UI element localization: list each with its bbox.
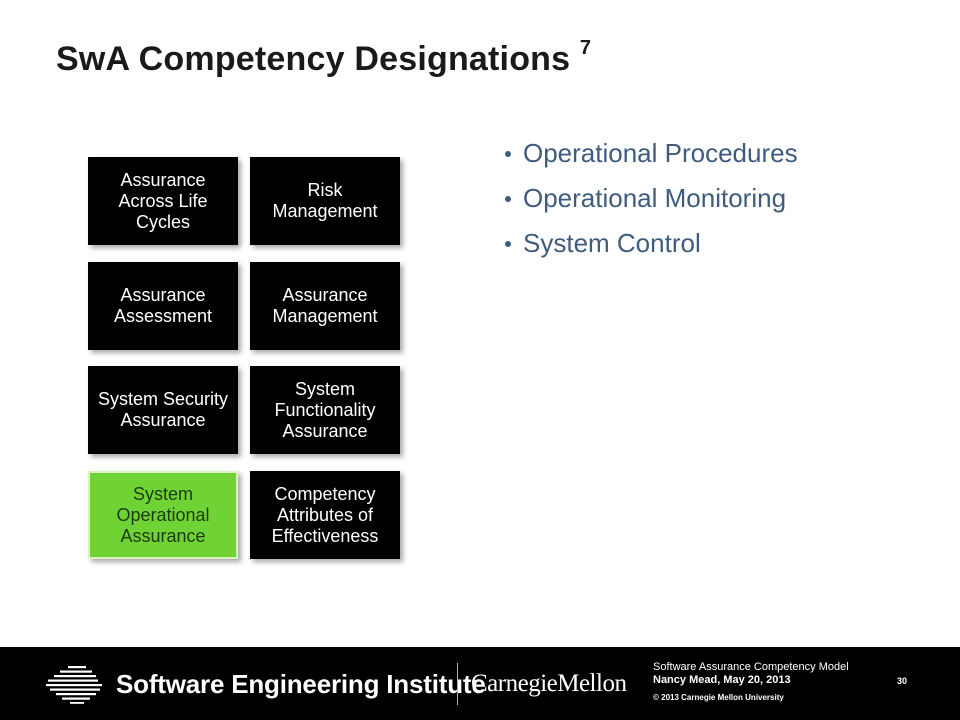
cmu-wordmark: CarnegieMellon [471,670,627,697]
slide-footer: Software Engineering Institute CarnegieM… [0,647,960,720]
slide-title-text: SwA Competency Designations [56,40,571,78]
sei-globe-logo-icon [46,666,102,704]
competency-box-label: Assurance Assessment [113,285,213,326]
slide-title: SwA Competency Designations 7 [56,36,592,79]
competency-box-label: System Operational Assurance [116,483,210,546]
bullet-item: Operational Monitoring [505,181,798,216]
competency-box-label: Assurance Management [272,285,378,326]
footer-divider [457,663,458,705]
copyright-notice: © 2013 Carnegie Mellon University [653,693,784,702]
footnote-reference: 7 [579,36,592,59]
competency-box-assurance-across-life-cycles: Assurance Across Life Cycles [88,157,238,245]
competency-box-competency-attributes: Competency Attributes of Effectiveness [250,471,400,559]
competency-box-label: Competency Attributes of Effectiveness [271,483,379,546]
competency-box-assurance-management: Assurance Management [250,262,400,350]
competency-grid: Assurance Across Life Cycles Risk Manage… [88,157,400,559]
author-date: Nancy Mead, May 20, 2013 [653,674,791,686]
bullet-dot-icon [505,241,511,247]
competency-box-label: Assurance Across Life Cycles [118,169,208,232]
page-number: 30 [897,676,908,686]
competency-box-risk-management: Risk Management [250,157,400,245]
sei-name: Software Engineering Institute [116,669,486,699]
bullet-dot-icon [505,151,511,157]
bullet-text: Operational Monitoring [523,183,787,213]
bullet-dot-icon [505,196,511,202]
competency-box-system-functionality-assurance: System Functionality Assurance [250,366,400,454]
bullet-text: Operational Procedures [523,138,798,168]
competency-box-system-operational-assurance: System Operational Assurance [88,471,238,559]
bullet-item: Operational Procedures [505,136,798,171]
competency-box-label: System Security Assurance [97,389,229,430]
competency-box-assurance-assessment: Assurance Assessment [88,262,238,350]
bullet-text: System Control [523,228,701,258]
footer-meta: Software Assurance Competency Model Nanc… [653,661,893,703]
competency-box-label: Risk Management [272,180,378,221]
bullet-list: Operational Procedures Operational Monit… [505,136,798,271]
bullet-item: System Control [505,226,798,261]
competency-box-label: System Functionality Assurance [274,378,376,441]
competency-box-system-security-assurance: System Security Assurance [88,366,238,454]
presentation-title: Software Assurance Competency Model [653,661,849,673]
